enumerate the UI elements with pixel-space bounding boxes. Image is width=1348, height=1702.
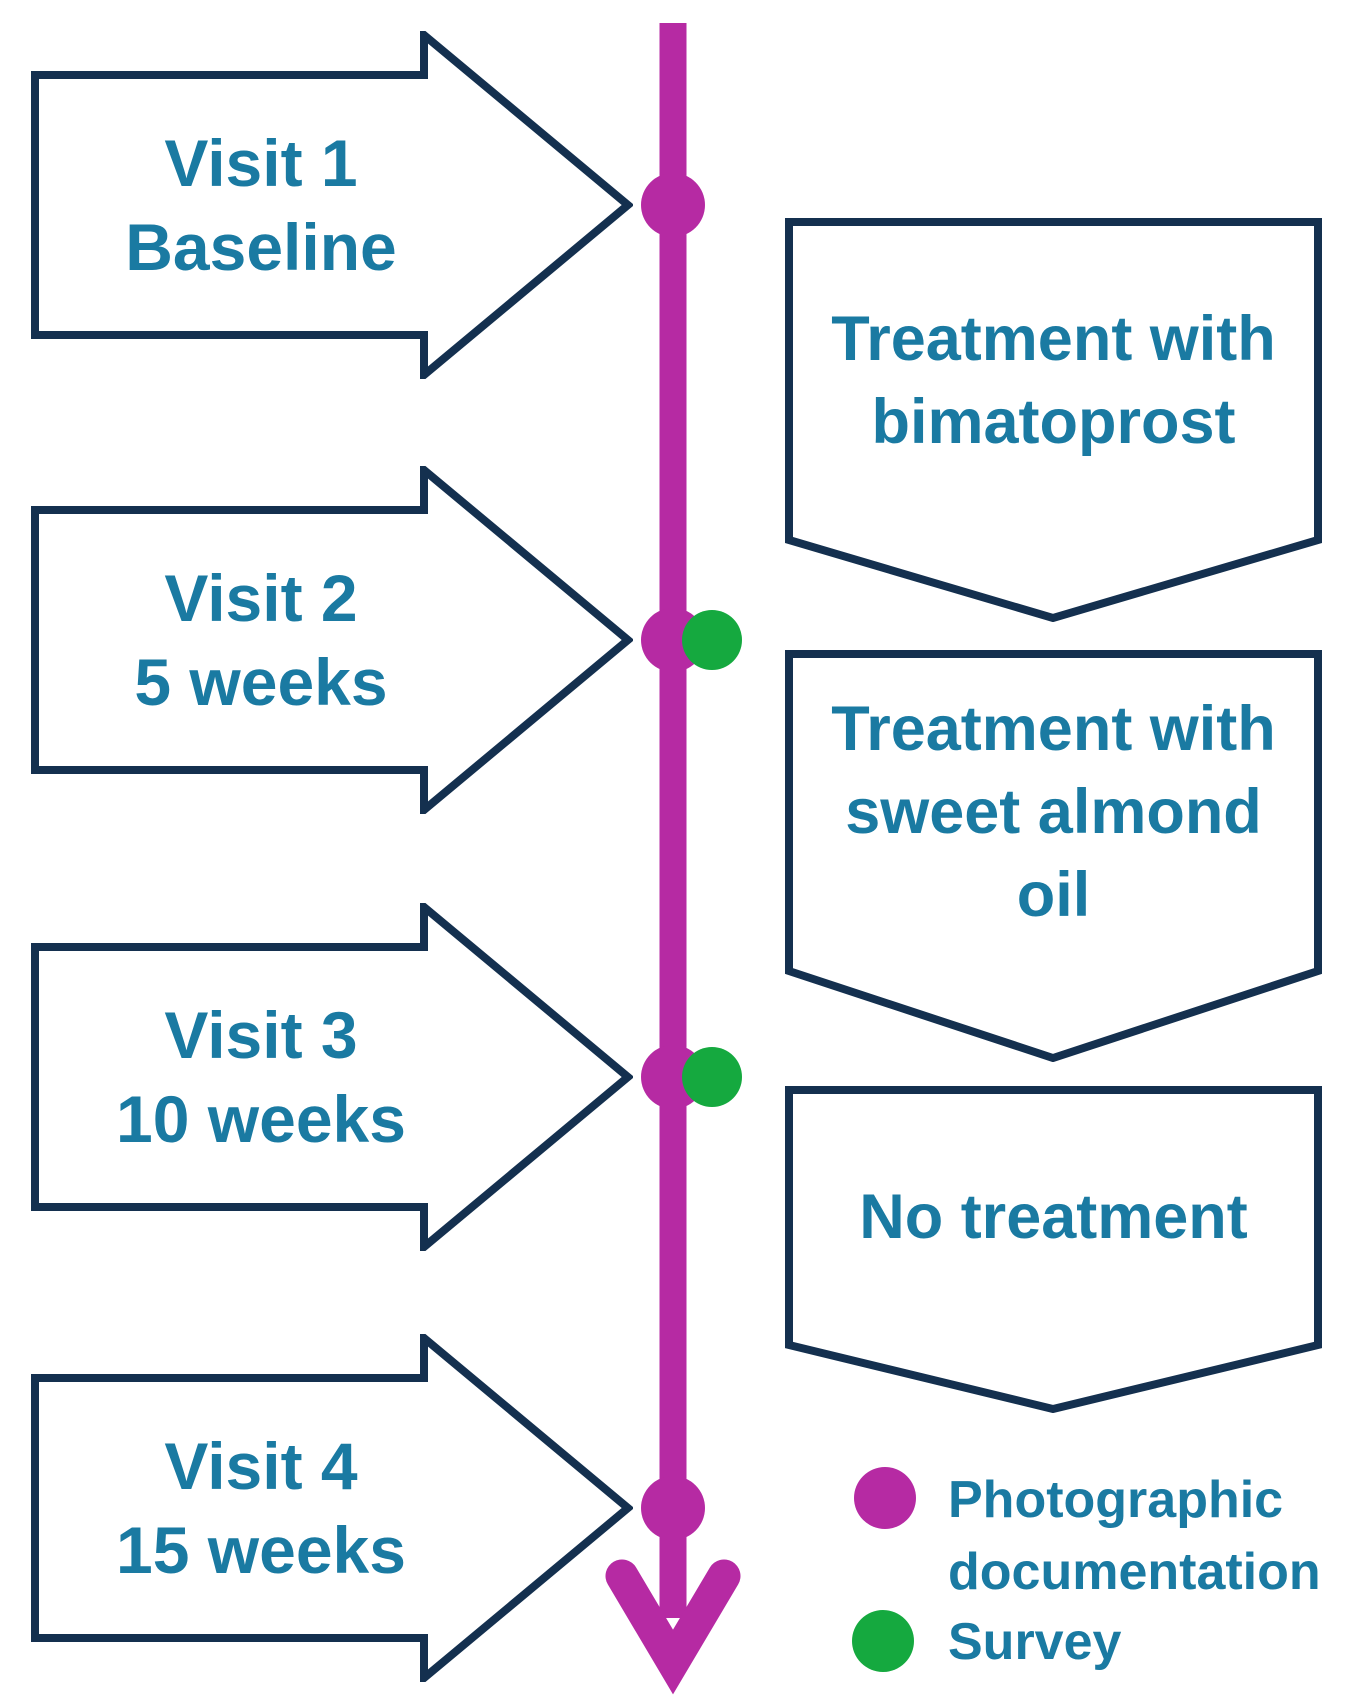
visit-4-line1: Visit 4 xyxy=(164,1428,358,1503)
legend-swatch-photographic-documentation xyxy=(854,1467,916,1529)
visit-arrow-1 xyxy=(31,31,633,379)
legend-swatch-survey xyxy=(852,1610,914,1672)
phase-box-no-treatment xyxy=(785,1086,1322,1413)
legend-label-photographic-documentation: Photographic documentation xyxy=(948,1471,1321,1601)
visit-arrow-1-shape xyxy=(31,31,633,379)
photographic-documentation-marker-visit4 xyxy=(641,1476,705,1540)
visit-2-line2: 5 weeks xyxy=(134,645,388,719)
visit-2-line1: Visit 2 xyxy=(164,560,358,635)
phase-2-line2: sweet almond xyxy=(845,776,1262,847)
visit-1-label: Visit 1 Baseline xyxy=(31,75,491,335)
phase-box-no-treatment-shape xyxy=(785,1086,1322,1413)
visit-1-line2: Baseline xyxy=(125,210,397,284)
legend-label-survey: Survey xyxy=(948,1613,1122,1671)
visit-3-line1: Visit 3 xyxy=(164,997,358,1072)
phase-2-line1: Treatment with xyxy=(831,693,1276,764)
phase-3-line1: No treatment xyxy=(859,1181,1248,1252)
timeline-arrowhead-icon xyxy=(605,1559,741,1695)
visit-arrow-3 xyxy=(31,903,633,1251)
phase-1-line2: bimatoprost xyxy=(871,387,1236,457)
phase-box-sweet-almond-oil xyxy=(785,650,1322,1062)
phase-box-bimatoprost-shape xyxy=(785,218,1322,622)
visit-3-label: Visit 3 10 weeks xyxy=(31,947,491,1207)
photographic-documentation-marker-visit1 xyxy=(641,173,705,237)
visit-1-line1: Visit 1 xyxy=(164,125,358,200)
phase-1-line1: Treatment with xyxy=(831,303,1276,374)
visit-4-label: Visit 4 15 weeks xyxy=(31,1378,491,1638)
visit-arrow-2 xyxy=(31,466,633,814)
phase-3-label: No treatment xyxy=(785,1086,1322,1349)
visit-4-line2: 15 weeks xyxy=(116,1513,406,1587)
survey-marker-visit3 xyxy=(682,1047,742,1107)
phase-2-label: Treatment with sweet almond oil xyxy=(785,650,1322,975)
phase-1-label: Treatment with bimatoprost xyxy=(785,218,1322,544)
visit-3-line2: 10 weeks xyxy=(116,1082,406,1156)
visit-2-label: Visit 2 5 weeks xyxy=(31,510,491,770)
survey-marker-visit2 xyxy=(682,610,742,670)
phase-2-line3: oil xyxy=(1016,860,1091,931)
phase-box-sweet-almond-oil-shape xyxy=(785,650,1322,1062)
phase-box-bimatoprost xyxy=(785,218,1322,622)
visit-arrow-4-shape xyxy=(31,1334,633,1682)
visit-arrow-3-shape xyxy=(31,903,633,1251)
visit-arrow-2-shape xyxy=(31,466,633,814)
visit-arrow-4 xyxy=(31,1334,633,1682)
